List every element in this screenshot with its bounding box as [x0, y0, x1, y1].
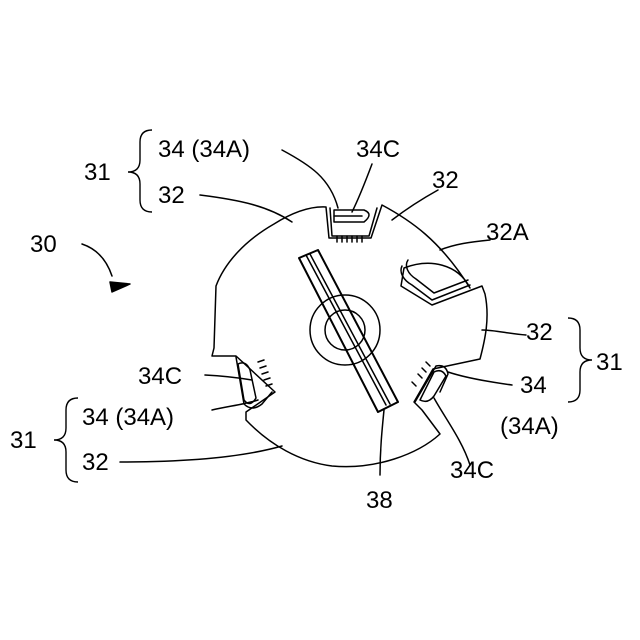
label-34c-left: 34C [138, 363, 182, 390]
label-34-34a-top-left: 34 (34A) [158, 136, 250, 163]
label-31-top-left: 31 [84, 159, 111, 186]
top-terminal [330, 208, 377, 242]
label-38: 38 [366, 487, 393, 514]
label-34a-right: (34A) [500, 413, 559, 440]
label-31-bottom-left: 31 [10, 427, 37, 454]
label-32a: 32A [486, 219, 529, 246]
label-32-top-left: 32 [158, 182, 185, 209]
left-terminal [236, 357, 272, 408]
brace-right [568, 318, 592, 402]
label-34c-top: 34C [356, 136, 400, 163]
brace-bottom-left [54, 398, 78, 482]
label-34-34a-bottom-left: 34 (34A) [82, 404, 174, 431]
label-32-bottom-left: 32 [82, 449, 109, 476]
brace-top-left [128, 130, 152, 212]
label-30: 30 [30, 231, 57, 258]
shaft-38 [299, 250, 398, 412]
label-34-right: 34 [520, 372, 547, 399]
label-32-top-right: 32 [432, 167, 459, 194]
label-32-right: 32 [526, 319, 553, 346]
label-34c-right: 34C [450, 457, 494, 484]
label-31-right: 31 [596, 349, 623, 376]
